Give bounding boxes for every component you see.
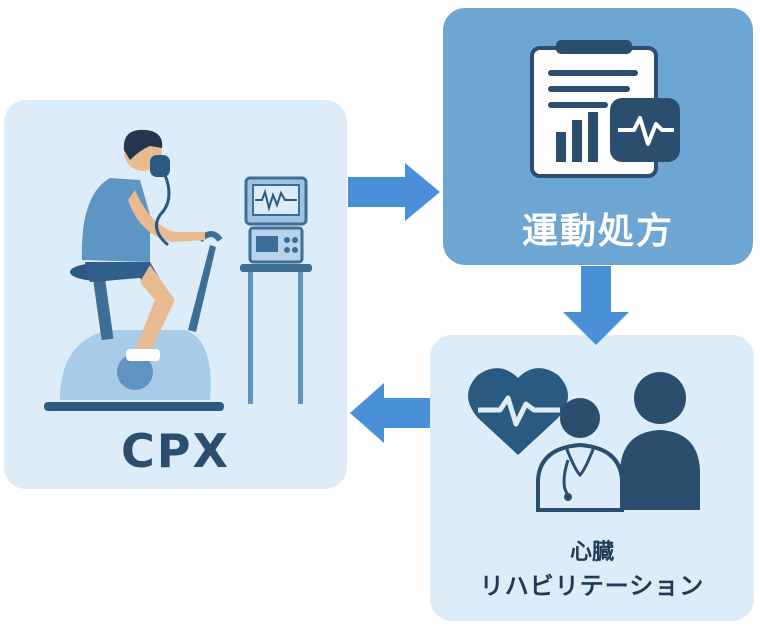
arrow-cpx-to-prescription [348,163,440,221]
arrow-rehab-to-cpx [350,383,430,443]
cardiac-rehab-label-line2: リハビリテーション [479,572,705,600]
cpx-label: CPX [121,424,230,478]
cpx-node [4,100,347,489]
exercise-bike-icon [44,129,224,411]
arrow-prescription-to-rehab [563,266,629,345]
clipboard-report-icon [530,40,680,178]
monitor-cart-icon [240,176,312,404]
patient-icon [620,372,700,510]
heart-pulse-icon [468,368,568,455]
cardiac-rehab-label-line1: 心臓 [569,540,614,565]
exercise-prescription-label: 運動処方 [521,211,674,252]
